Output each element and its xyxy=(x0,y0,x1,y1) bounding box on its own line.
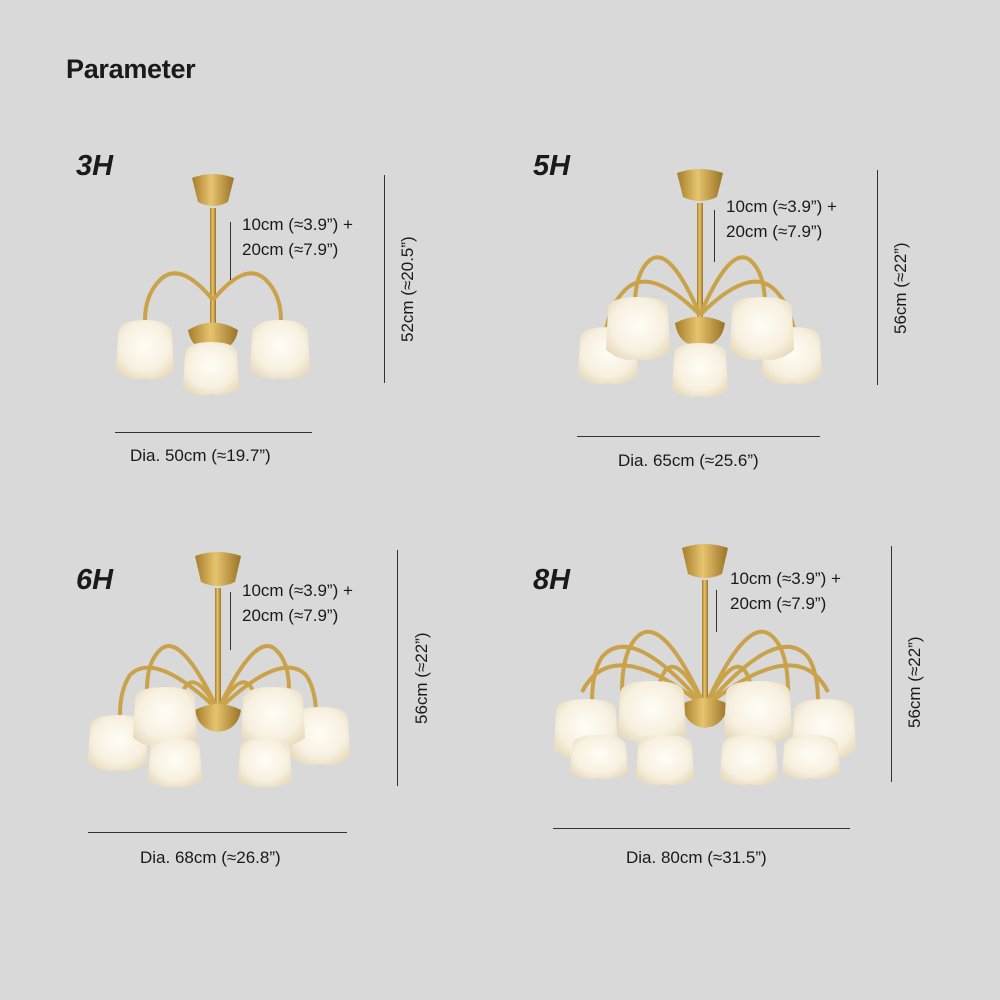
variant-label: 3H xyxy=(76,150,114,182)
height-dimension-line xyxy=(397,550,398,786)
diameter-dimension-line xyxy=(88,832,347,833)
drop-dimension: 10cm (≈3.9”) + 20cm (≈7.9”) xyxy=(726,197,837,241)
diameter-dimension: Dia. 68cm (≈26.8”) xyxy=(140,848,281,867)
diameter-dimension-line xyxy=(577,436,820,437)
diameter-dimension-line xyxy=(553,828,850,829)
drop-dimension-line xyxy=(714,210,715,262)
height-dimension: 56cm (≈22”) xyxy=(412,632,431,724)
height-dimension-line xyxy=(384,175,385,383)
height-dimension: 56cm (≈22”) xyxy=(905,636,924,728)
chandelier-6h-image xyxy=(88,552,350,788)
drop-dimension: 10cm (≈3.9”) + 20cm (≈7.9”) xyxy=(242,215,353,259)
diameter-dimension-line xyxy=(115,432,312,433)
drop-dimension-line xyxy=(230,592,231,650)
variant-label: 8H xyxy=(533,564,571,596)
drop-dimension: 10cm (≈3.9”) + 20cm (≈7.9”) xyxy=(242,581,353,625)
height-dimension-line xyxy=(891,546,892,782)
drop-dimension-line xyxy=(230,222,231,280)
chandelier-8h-image xyxy=(554,544,856,786)
variant-label: 5H xyxy=(533,150,571,182)
drop-dimension: 10cm (≈3.9”) + 20cm (≈7.9”) xyxy=(730,569,841,613)
chandelier-3h-image xyxy=(116,174,310,396)
height-dimension: 56cm (≈22”) xyxy=(891,242,910,334)
diameter-dimension: Dia. 80cm (≈31.5”) xyxy=(626,848,767,867)
height-dimension-line xyxy=(877,170,878,385)
diameter-dimension: Dia. 65cm (≈25.6”) xyxy=(618,451,759,470)
diameter-dimension: Dia. 50cm (≈19.7”) xyxy=(130,446,271,465)
drop-dimension-line xyxy=(716,590,717,632)
height-dimension: 52cm (≈20.5”) xyxy=(398,236,417,342)
variant-label: 6H xyxy=(76,564,114,596)
chandelier-5h-image xyxy=(578,169,822,398)
page-title: Parameter xyxy=(66,54,196,84)
